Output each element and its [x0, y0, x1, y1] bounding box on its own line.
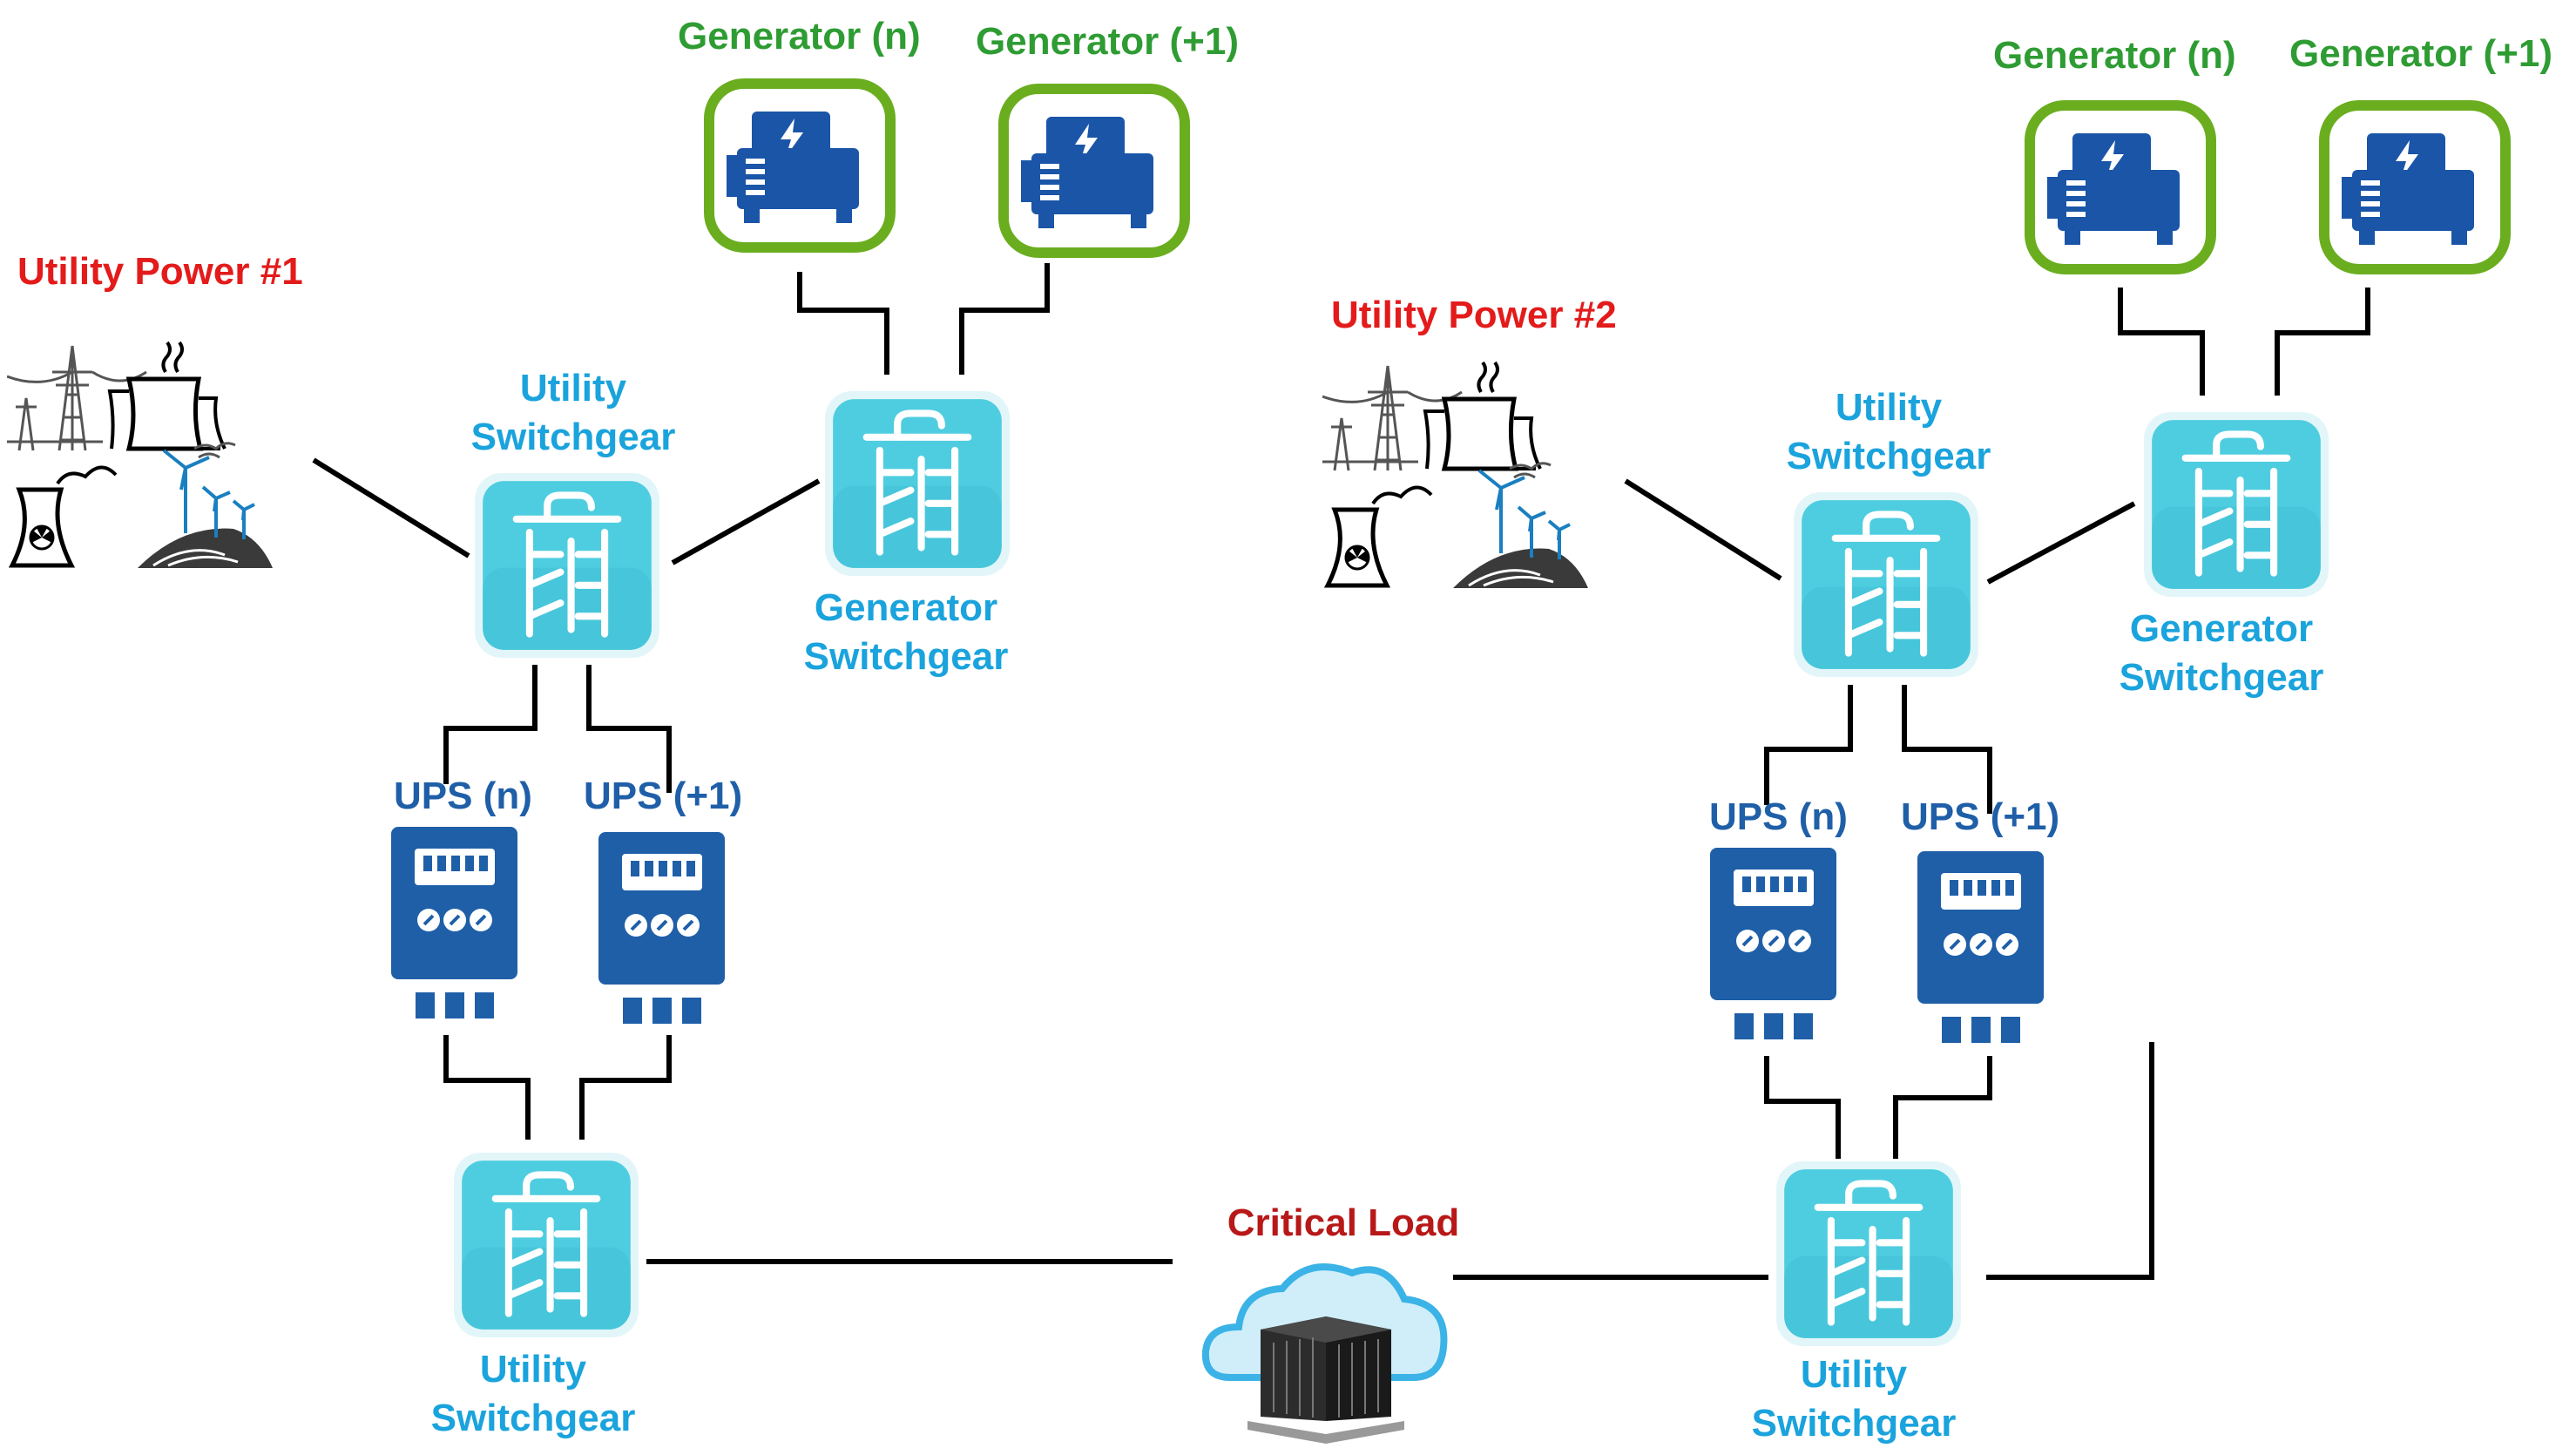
left-power-chain: Utility Power #1 Generator (n) Generator… [7, 15, 1239, 1439]
generator-plus1-label: Generator (+1) [976, 20, 1239, 63]
utility-switchgear-top-label-line1: Utility [1836, 386, 1943, 429]
wire-left-sw-ups-n [443, 665, 538, 784]
right-power-chain: Utility Power #2 Generator (n) Generator… [1322, 32, 2552, 1445]
ups-plus1-label: UPS (+1) [584, 775, 742, 817]
generator-switchgear-label-line2: Switchgear [2120, 656, 2324, 699]
wire-right-switchgears [1986, 501, 2136, 585]
utility-switchgear-top-label-line2: Switchgear [1787, 435, 1991, 477]
utility-power-1-label: Utility Power #1 [17, 250, 303, 293]
wire-left-gen-n [797, 272, 889, 375]
wire-left-utility-to-switchgear [312, 457, 470, 558]
generator-icon [1004, 89, 1185, 253]
generator-plus1-label: Generator (+1) [2289, 32, 2552, 75]
switchgear-icon [454, 1153, 639, 1337]
wire-left-sw-ups-plus1 [586, 665, 672, 793]
wire-right-bypass [1986, 1042, 2154, 1280]
ups-icon [1916, 849, 2045, 1045]
switchgear-icon [475, 473, 659, 658]
wire-right-ups-n-bottom [1764, 1056, 1841, 1159]
switchgear-icon [1794, 492, 1978, 677]
generator-n-label: Generator (n) [1993, 34, 2236, 77]
generator-switchgear-label-line2: Switchgear [804, 635, 1009, 678]
ups-n-label: UPS (n) [394, 775, 532, 817]
wire-left-switchgears [671, 478, 821, 565]
ups-icon [1708, 846, 1838, 1041]
critical-load: Critical Load [1206, 1201, 1459, 1444]
critical-load-label: Critical Load [1227, 1201, 1460, 1244]
wire-right-ups-plus1-bottom [1893, 1056, 1992, 1159]
power-plant-icon [7, 342, 273, 568]
ups-icon [389, 825, 519, 1020]
switchgear-icon [2144, 412, 2329, 597]
power-plant-icon [1322, 362, 1588, 588]
wire-right-utility-to-switchgear [1624, 478, 1782, 581]
wire-left-ups-n-bottom [443, 1035, 531, 1140]
switchgear-icon [825, 391, 1010, 576]
cloud-datacenter-icon [1206, 1267, 1444, 1444]
ups-icon [597, 830, 727, 1025]
utility-switchgear-top-label-line2: Switchgear [471, 416, 676, 458]
utility-switchgear-bottom-label-line2: Switchgear [431, 1397, 636, 1439]
generator-icon [2324, 105, 2505, 269]
utility-switchgear-bottom-label-line1: Utility [1801, 1353, 1908, 1396]
wire-right-gen-plus1 [2275, 288, 2370, 396]
utility-switchgear-bottom-label-line2: Switchgear [1752, 1402, 1957, 1445]
wire-left-ups-plus1-bottom [579, 1035, 672, 1140]
wire-right-sw-ups-plus1 [1902, 685, 1992, 814]
generator-n-label: Generator (n) [678, 15, 921, 58]
utility-switchgear-bottom-label-line1: Utility [480, 1348, 587, 1391]
generator-icon [2030, 105, 2211, 269]
wire-right-sw-ups-n [1764, 685, 1853, 805]
generator-icon [709, 84, 890, 247]
ups-plus1-label: UPS (+1) [1901, 795, 2059, 838]
generator-switchgear-label-line1: Generator [2130, 607, 2313, 650]
utility-switchgear-top-label-line1: Utility [520, 367, 627, 409]
ups-n-label: UPS (n) [1709, 795, 1848, 838]
wire-right-gen-n [2118, 288, 2205, 396]
switchgear-icon [1776, 1161, 1961, 1346]
generator-switchgear-label-line1: Generator [815, 586, 997, 629]
connection-lines [312, 263, 2370, 1280]
wire-left-gen-plus1 [959, 263, 1050, 375]
utility-power-2-label: Utility Power #2 [1331, 294, 1617, 336]
